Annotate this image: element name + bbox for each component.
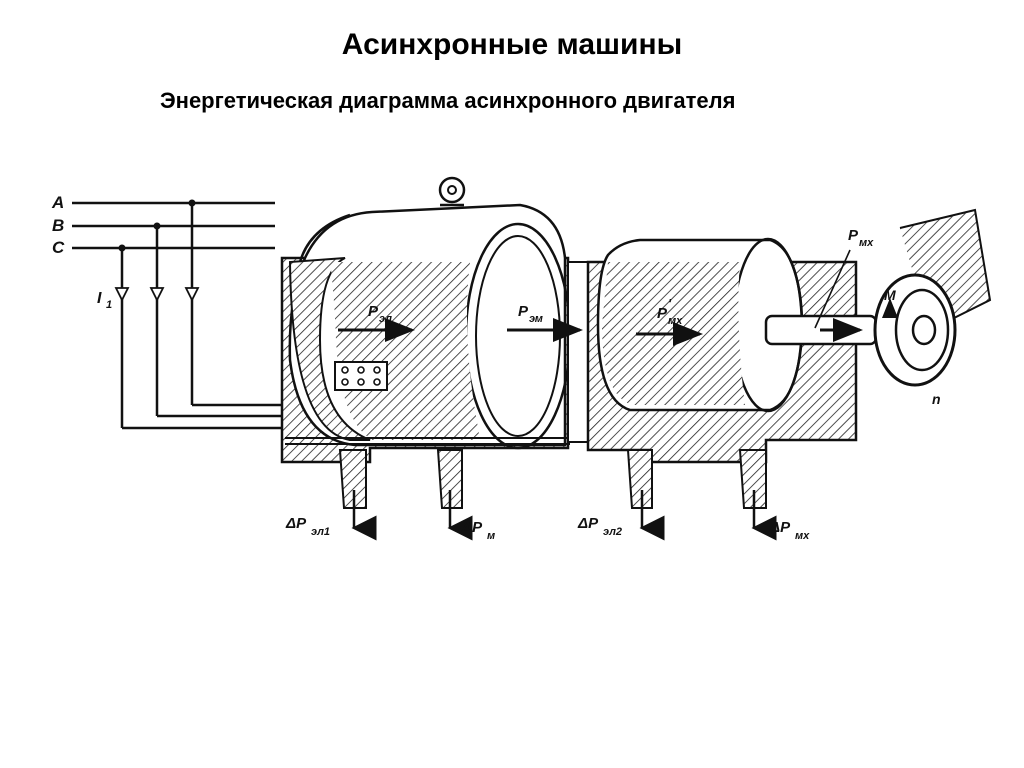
air-gap: [567, 261, 589, 443]
p-mx-prime-subscript: мх: [668, 315, 683, 327]
phase-taps: [118, 199, 196, 252]
loss-el2-subscript: эл2: [603, 526, 622, 538]
loss-el1-symbol: ΔP: [285, 515, 307, 532]
loss-el1-subscript: эл1: [311, 526, 330, 538]
p-mx-prime-mark: ': [668, 296, 672, 311]
slide-subtitle: Энергетическая диаграмма асинхронного дв…: [160, 88, 736, 113]
loss-mx-symbol: ΔP: [769, 519, 791, 536]
label-p-mx-prime: P ' мх: [657, 296, 683, 327]
power-flow-arrows: [338, 249, 863, 346]
loss-label-el1: ΔP эл1: [285, 515, 330, 538]
phase-label-b: B: [52, 216, 64, 235]
phase-label-a: A: [51, 193, 64, 212]
p-el-subscript: эл: [379, 313, 392, 325]
p-el-symbol: P: [368, 303, 379, 320]
torque-label: M: [884, 287, 896, 303]
loss-m-subscript: м: [487, 530, 495, 542]
loss-mx-subscript: мх: [795, 530, 810, 542]
loss-m-symbol: ΔP: [461, 519, 483, 536]
loss-label-mx: ΔP мх: [769, 519, 810, 542]
p-mx-subscript: мх: [859, 237, 874, 249]
loss-label-el2: ΔP эл2: [577, 515, 622, 538]
speed-label: n: [932, 391, 941, 407]
loss-outlets: [338, 449, 777, 541]
label-p-em: P эм: [518, 303, 543, 325]
rotor-block: [586, 237, 878, 464]
label-p-mx: P мх: [848, 227, 874, 249]
loss-label-m: ΔP м: [461, 519, 495, 542]
current-subscript: 1: [106, 299, 112, 311]
slide-title: Асинхронные машины: [341, 28, 683, 61]
phase-label-c: C: [52, 238, 65, 257]
p-mx-symbol: P: [848, 227, 859, 244]
stator-block: [280, 176, 572, 464]
current-symbol: I: [97, 290, 102, 307]
p-em-symbol: P: [518, 303, 529, 320]
p-em-subscript: эм: [529, 313, 543, 325]
p-mx-prime-symbol: P: [657, 305, 668, 322]
current-arrows: [114, 287, 200, 303]
current-label: I 1: [97, 290, 112, 311]
pulley: [873, 208, 992, 387]
loss-el2-symbol: ΔP: [577, 515, 599, 532]
label-p-el: P эл: [368, 303, 392, 325]
